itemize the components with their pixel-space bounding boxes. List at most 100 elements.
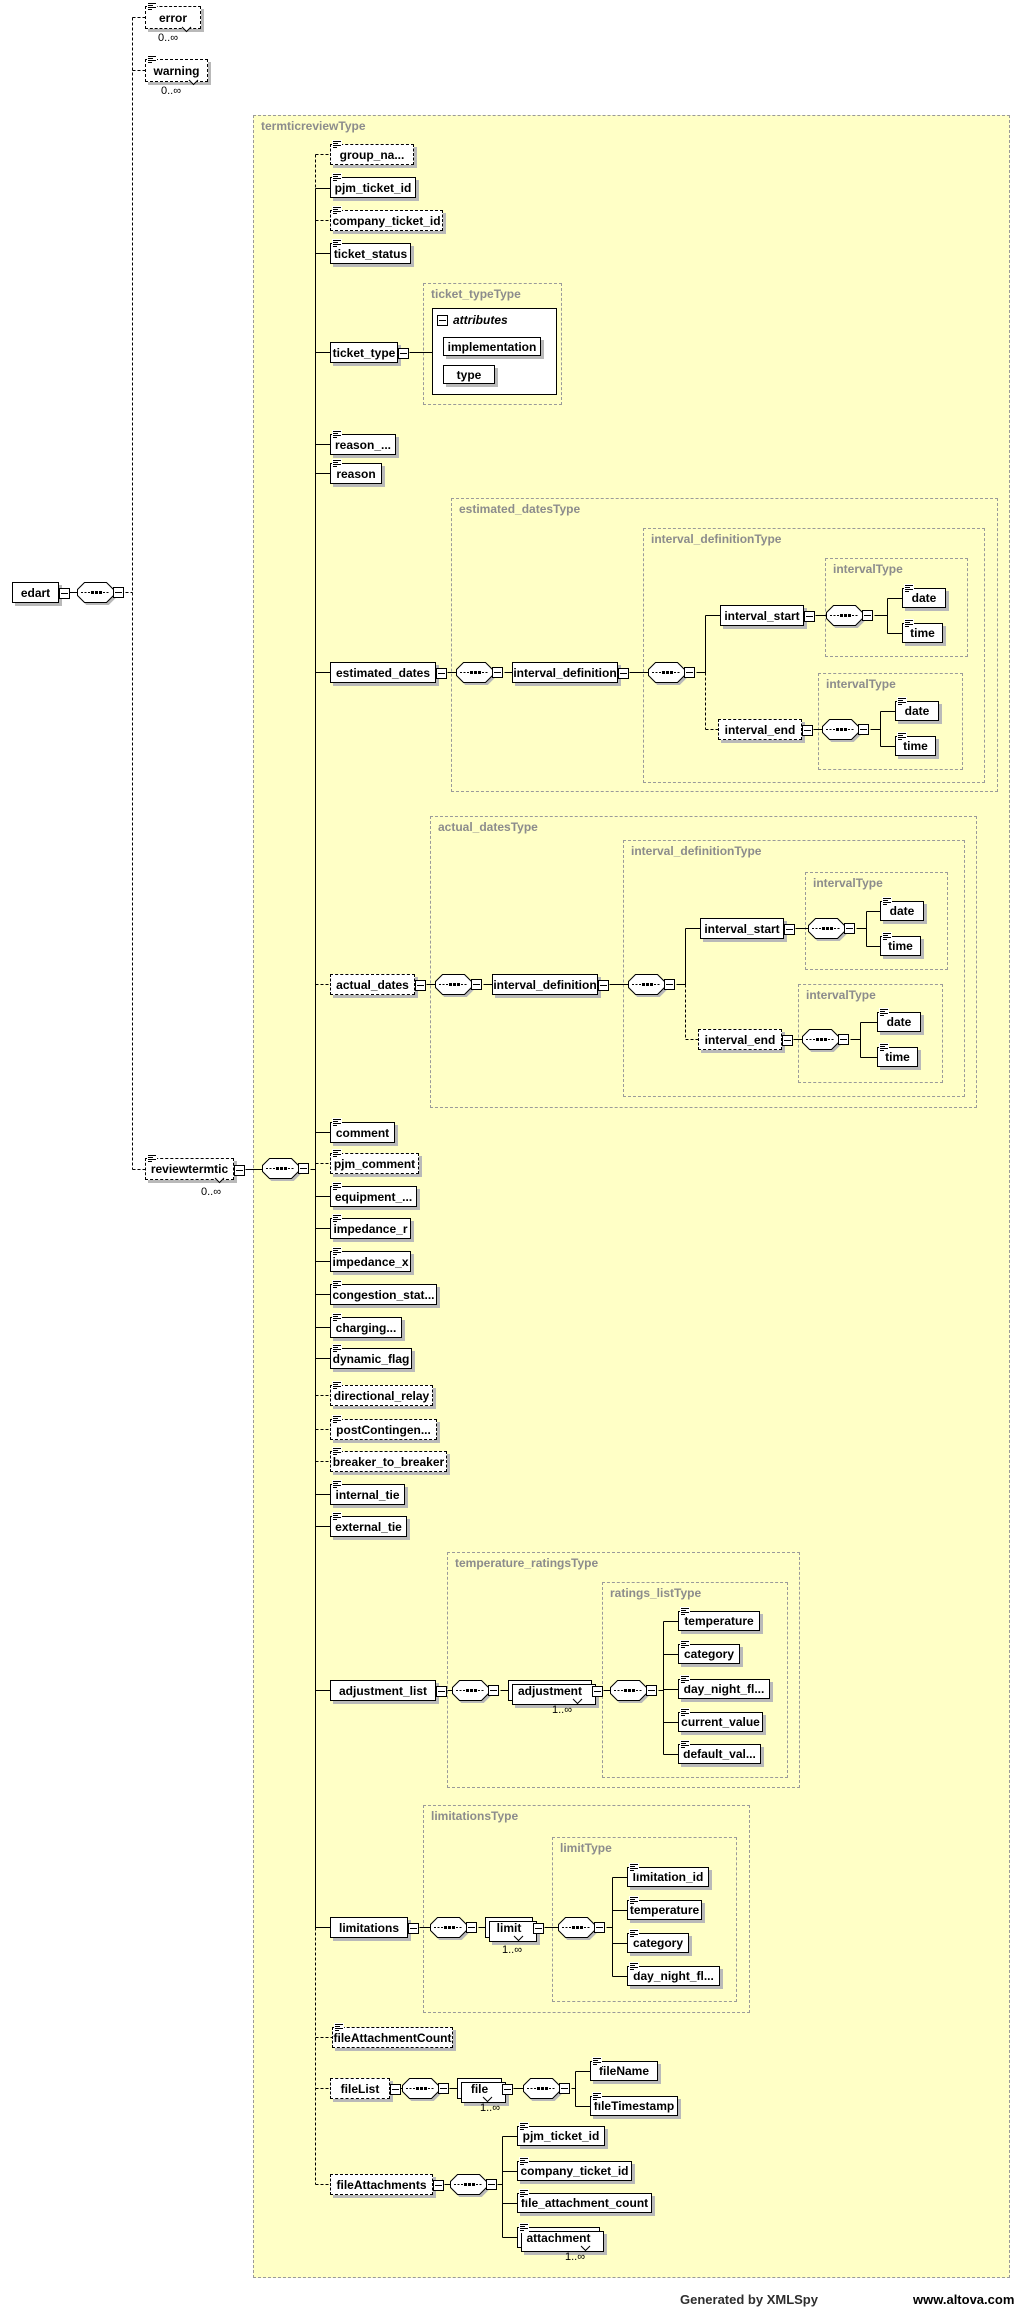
collapse-button[interactable] [113,587,124,598]
collapse-button[interactable] [802,725,813,736]
element-current_value[interactable]: current_value [678,1708,763,1732]
element-equipment_group[interactable]: equipment_... [330,1182,417,1207]
element-directional_relay[interactable]: directional_relay [330,1381,433,1406]
element-adjustment[interactable]: adjustment [508,1680,603,1705]
sequence-compositor-estimated_dates[interactable] [456,662,504,683]
element-dynamic_flag[interactable]: dynamic_flag [330,1344,412,1369]
sequence-compositor-adjustment[interactable] [610,1680,658,1701]
element-company_ticket_id_2[interactable]: company_ticket_id [517,2157,632,2181]
element-edart[interactable]: edart [12,582,70,603]
element-temperature_b[interactable]: temperature [627,1896,702,1920]
sequence-compositor-fileList[interactable] [402,2078,450,2099]
sequence-compositor-fileAttachments[interactable] [450,2174,498,2195]
collapse-button[interactable] [433,2180,444,2191]
collapse-button[interactable] [684,667,695,678]
element-warning[interactable]: warning [145,55,208,86]
collapse-button[interactable] [838,1034,849,1045]
element-group_name[interactable]: group_na... [330,140,414,165]
collapse-button[interactable] [486,2179,497,2190]
element-category_a[interactable]: category [678,1640,740,1664]
sequence-compositor-interval_definition_1[interactable] [648,662,696,683]
element-file_attachment_count[interactable]: file_attachment_count [517,2189,652,2213]
collapse-button[interactable] [488,1685,499,1696]
sequence-compositor-limit[interactable] [558,1917,606,1938]
sequence-compositor-adjustment_list[interactable] [452,1680,500,1701]
collapse-button[interactable] [804,611,815,622]
element-charging[interactable]: charging... [330,1313,402,1338]
element-time_1b[interactable]: time [895,732,936,756]
element-pjm_comment[interactable]: pjm_comment [330,1149,419,1174]
sequence-compositor-interval_start_2[interactable] [808,918,856,939]
sequence-compositor-reviewtermtic[interactable] [262,1158,310,1179]
sequence-compositor-file[interactable] [523,2078,571,2099]
collapse-button[interactable] [390,2084,401,2095]
collapse-button[interactable] [436,1686,447,1697]
collapse-button[interactable] [438,2083,449,2094]
attribute-implementation[interactable]: implementation [443,337,541,356]
element-date_1b[interactable]: date [895,697,939,721]
element-impedance_r[interactable]: impedance_r [330,1214,411,1239]
element-breaker_to_breaker[interactable]: breaker_to_breaker [330,1447,447,1472]
element-adjustment_list[interactable]: adjustment_list [330,1680,447,1701]
element-category_b[interactable]: category [627,1929,689,1953]
element-interval_definition_2[interactable]: interval_definition [492,974,609,995]
sequence-compositor-edart[interactable] [77,582,125,603]
element-postContingency[interactable]: postContingen... [330,1415,437,1440]
collapse-button[interactable] [533,1923,544,1934]
element-limitations[interactable]: limitations [330,1917,419,1938]
sequence-compositor-interval_end_1[interactable] [822,719,870,740]
sequence-compositor-limitations[interactable] [430,1917,478,1938]
collapse-button[interactable] [559,2083,570,2094]
element-estimated_dates[interactable]: estimated_dates [330,662,447,683]
collapse-button[interactable] [592,1686,603,1697]
collapse-button[interactable] [466,1922,477,1933]
element-reason_group[interactable]: reason_... [330,430,396,455]
element-time_1a[interactable]: time [902,619,943,643]
collapse-button[interactable] [492,667,503,678]
collapse-button[interactable] [646,1685,657,1696]
collapse-button[interactable] [471,979,482,990]
sequence-compositor-interval_definition_2[interactable] [628,974,676,995]
collapse-button[interactable] [398,348,409,359]
collapse-button[interactable] [784,924,795,935]
element-company_ticket_id[interactable]: company_ticket_id [330,206,443,231]
collapse-button[interactable] [415,980,426,991]
collapse-button[interactable] [502,2084,513,2095]
element-pjm_ticket_id_2[interactable]: pjm_ticket_id [517,2122,605,2146]
collapse-button[interactable] [594,1922,605,1933]
element-fileAttachmentCount[interactable]: fileAttachmentCount [332,2023,453,2048]
element-actual_dates[interactable]: actual_dates [330,974,426,995]
element-error[interactable]: error [145,2,201,33]
element-comment[interactable]: comment [330,1118,395,1143]
element-date_2a[interactable]: date [880,897,924,921]
element-attachment[interactable]: attachment [517,2223,604,2252]
element-limitation_id[interactable]: limitation_id [627,1863,709,1887]
collapse-button[interactable] [234,1165,245,1176]
element-interval_end_2[interactable]: interval_end [698,1029,793,1050]
collapse-button[interactable] [436,668,447,679]
element-fileName[interactable]: fileName [590,2057,658,2081]
collapse-button[interactable] [618,668,629,679]
element-file[interactable]: file [457,2078,513,2103]
element-day_night_flag_b[interactable]: day_night_fl... [627,1962,720,1986]
element-time_2b[interactable]: time [877,1043,918,1067]
element-ticket_type[interactable]: ticket_type [330,342,409,363]
element-fileAttachments[interactable]: fileAttachments [330,2174,444,2195]
sequence-compositor-interval_end_2[interactable] [802,1029,850,1050]
element-impedance_x[interactable]: impedance_x [330,1247,411,1272]
element-external_tie[interactable]: external_tie [330,1512,407,1537]
element-ticket_status[interactable]: ticket_status [330,239,411,264]
element-reason[interactable]: reason [330,459,382,484]
collapse-button[interactable] [782,1035,793,1046]
element-time_2a[interactable]: time [880,932,921,956]
element-interval_start_1[interactable]: interval_start [720,605,815,626]
element-limit[interactable]: limit [485,1917,544,1942]
collapse-button[interactable] [862,610,873,621]
element-interval_start_2[interactable]: interval_start [700,918,795,939]
element-temperature_a[interactable]: temperature [678,1607,760,1631]
collapse-button[interactable] [59,588,70,599]
element-date_1a[interactable]: date [902,584,946,608]
element-default_value[interactable]: default_val... [678,1740,761,1764]
collapse-button[interactable] [437,314,448,326]
sequence-compositor-interval_start_1[interactable] [826,605,874,626]
